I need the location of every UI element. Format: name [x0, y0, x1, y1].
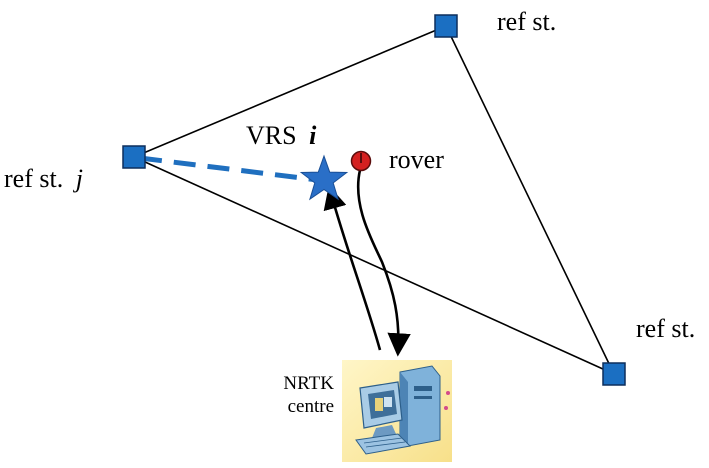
computer-workstation-icon — [342, 360, 452, 462]
vrs-label-index: i — [309, 121, 317, 150]
vrs-star-icon — [299, 154, 349, 201]
arrow-rover-to-nrtk — [356, 169, 411, 357]
arrow-nrtk-to-vrs — [323, 185, 382, 351]
ref-station-right — [602, 362, 626, 386]
ref-station-right-label: ref st. — [636, 314, 695, 343]
rover-label: rover — [389, 145, 444, 174]
ref-station-left-label-prefix: ref st. — [4, 164, 63, 193]
baseline-left-top — [133, 25, 447, 158]
nrtk-label-line1: NRTK — [283, 373, 334, 394]
vrs-label-prefix: VRS — [246, 121, 297, 150]
ref-station-left-label: ref st. j — [4, 164, 83, 193]
baseline-left-right — [133, 156, 615, 375]
vrs-link-dashed — [139, 155, 319, 183]
ref-station-top — [434, 14, 458, 38]
nrtk-label-line2: centre — [288, 396, 334, 417]
ref-station-left — [122, 145, 146, 169]
baseline-top-right — [445, 25, 615, 375]
network-baselines — [133, 25, 615, 375]
vrs-label: VRS i — [246, 121, 317, 150]
ref-station-left-label-index: j — [73, 164, 83, 193]
ref-station-top-label: ref st. — [497, 7, 556, 36]
